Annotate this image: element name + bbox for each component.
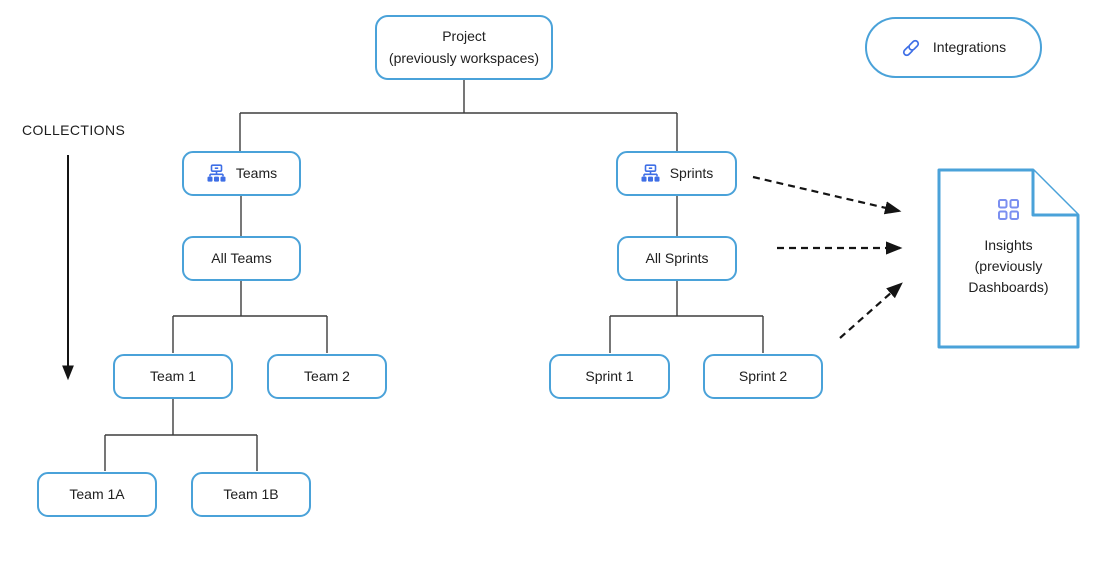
- node-all-sprints: All Sprints: [617, 236, 737, 281]
- tree-connector-allteams-to-team1-team2: [172, 281, 328, 353]
- node-all-teams-label: All Teams: [211, 250, 272, 267]
- node-teams-label: Teams: [235, 165, 278, 182]
- node-sprints: Sprints: [616, 151, 737, 196]
- collections-label: COLLECTIONS: [22, 122, 126, 138]
- node-team-1a: Team 1A: [37, 472, 157, 517]
- tree-connector-project-to-teams-sprints: [239, 80, 678, 151]
- node-team-1: Team 1: [113, 354, 233, 399]
- node-sprints-label: Sprints: [669, 165, 714, 182]
- node-insights-document: Insights (previously Dashboards): [937, 168, 1080, 349]
- node-integrations: Integrations: [865, 17, 1042, 78]
- node-sprint-1: Sprint 1: [549, 354, 670, 399]
- node-integrations-label: Integrations: [932, 39, 1007, 56]
- node-team-2: Team 2: [267, 354, 387, 399]
- node-all-teams: All Teams: [182, 236, 301, 281]
- org-chart-icon: [640, 164, 661, 183]
- dashed-arrow-sprint2-to-insights: [839, 282, 903, 339]
- grid-icon: [997, 198, 1020, 221]
- node-team-1b-label: Team 1B: [223, 486, 279, 503]
- link-icon: [901, 38, 921, 58]
- node-team-1-label: Team 1: [150, 368, 196, 385]
- document-shape: [937, 168, 1080, 349]
- node-all-sprints-label: All Sprints: [645, 250, 709, 267]
- node-sprint-2-label: Sprint 2: [738, 368, 788, 385]
- node-project-sublabel: (previously workspaces): [388, 50, 540, 66]
- dashed-arrow-sprints-to-insights: [752, 175, 902, 215]
- node-insights-sublabel: (previously Dashboards): [968, 258, 1049, 295]
- node-team-1a-label: Team 1A: [69, 486, 125, 503]
- org-chart-icon: [206, 164, 227, 183]
- tree-connector-team1-to-team1a-team1b: [104, 399, 258, 471]
- node-project-label: Project: [442, 28, 486, 45]
- node-team-2-label: Team 2: [304, 368, 350, 385]
- node-sprint-1-label: Sprint 1: [585, 368, 634, 385]
- tree-connector-allsprints-to-sprint1-sprint2: [609, 281, 764, 353]
- node-teams: Teams: [182, 151, 301, 196]
- node-sprint-2: Sprint 2: [703, 354, 823, 399]
- node-project: Project (previously workspaces): [375, 15, 553, 80]
- node-insights-label: Insights: [984, 237, 1033, 253]
- node-team-1b: Team 1B: [191, 472, 311, 517]
